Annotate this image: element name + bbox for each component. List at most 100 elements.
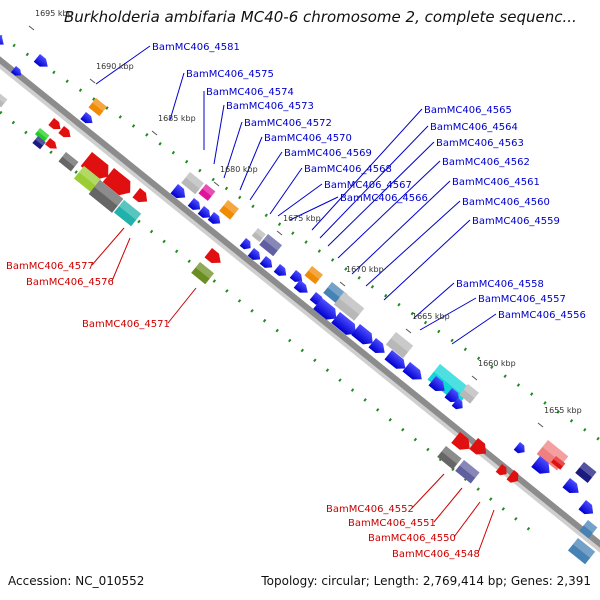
accession-label: Accession: NC_010552 [8, 574, 145, 588]
gene-feature [304, 266, 323, 285]
gene-label-forward: BamMC406_4570 [264, 133, 352, 144]
gene-label-forward-leader [383, 219, 471, 301]
ruler-label: 1675 kbp [283, 214, 321, 223]
ruler-tick [339, 281, 346, 287]
ruler-tick [405, 328, 412, 334]
gene-feature [459, 384, 479, 404]
gene-label-reverse-leader [411, 473, 445, 509]
gene-feature [44, 138, 57, 149]
gene-feature [437, 446, 462, 470]
gene-label-forward-leader [223, 121, 243, 179]
gene-feature [204, 248, 221, 263]
ruler-tick [471, 375, 478, 381]
gene-label-forward-leader [327, 141, 435, 247]
labels-layer: 1695 kbp 1690 kbp 1685 kbp 1680 kbp 1675 kbp… [6, 9, 586, 560]
gene-feature [102, 168, 131, 196]
gene-feature [48, 118, 61, 130]
gene-label-forward: BamMC406_4560 [462, 197, 550, 208]
gene-label-forward: BamMC406_4569 [284, 148, 372, 159]
ruler-tick [276, 230, 283, 236]
gene-label-forward: BamMC406_4562 [442, 157, 530, 168]
gene-feature [273, 264, 287, 276]
gene-feature [402, 362, 422, 380]
gene-feature [10, 66, 22, 76]
gc-track-outer [0, 34, 600, 442]
gene-feature [578, 500, 594, 515]
gene-label-reverse-leader [433, 487, 463, 523]
gene-label-forward-leader [337, 160, 441, 259]
gene-label-forward: BamMC406_4566 [340, 193, 428, 204]
ruler-label: 1680 kbp [220, 165, 258, 174]
gene-label-forward-leader [249, 151, 283, 201]
gene-label-reverse-leader [111, 237, 131, 282]
gene-feature [567, 538, 596, 565]
gene-feature [575, 462, 597, 483]
gene-feature [259, 256, 273, 268]
gene-feature [113, 200, 142, 227]
gene-feature [207, 212, 221, 224]
gene-feature [247, 248, 261, 260]
gene-feature [455, 460, 480, 484]
ruler-tick [537, 422, 544, 428]
gene-label-reverse: BamMC406_4551 [348, 518, 436, 529]
gene-feature [58, 152, 79, 172]
gene-label-forward: BamMC406_4572 [244, 118, 332, 129]
gene-feature [239, 238, 251, 250]
gene-label-forward-leader [289, 196, 339, 221]
gene-label-forward-leader [169, 72, 185, 121]
label-leaders [91, 45, 497, 554]
gene-feature [259, 234, 283, 257]
gene-label-forward-leader [413, 282, 455, 319]
gene-label-reverse: BamMC406_4576 [26, 277, 114, 288]
gene-feature [187, 198, 201, 210]
gene-feature [219, 200, 239, 220]
gene-feature [331, 312, 356, 335]
gene-label-forward-leader [319, 125, 429, 239]
gene-feature [384, 350, 406, 369]
gene-label-forward: BamMC406_4567 [324, 180, 412, 191]
gene-feature [531, 456, 550, 474]
gene-label-forward: BamMC406_4557 [478, 294, 566, 305]
ruler-ticks [28, 25, 544, 428]
gene-feature [88, 180, 124, 213]
ruler-label: 1685 kbp [158, 114, 196, 123]
gene-label-forward-leader [213, 104, 225, 165]
gene-feature [513, 442, 525, 454]
gene-label-reverse-leader [453, 501, 481, 538]
gene-label-forward: BamMC406_4565 [424, 105, 512, 116]
gene-feature [34, 128, 50, 142]
gene-feature [58, 126, 71, 138]
gene-label-reverse: BamMC406_4552 [326, 504, 414, 515]
ruler-tick [28, 25, 35, 31]
gene-label-forward-leader [351, 180, 451, 275]
gene-label-forward-leader [311, 108, 423, 231]
ruler-label: 1695 kbp [35, 9, 73, 18]
gene-label-reverse-leader [91, 227, 125, 266]
gene-label-forward: BamMC406_4581 [152, 42, 240, 53]
gene-label-forward: BamMC406_4574 [206, 87, 294, 98]
gene-feature [351, 324, 373, 345]
gene-label-forward-leader [365, 200, 461, 287]
gene-feature [550, 456, 566, 470]
ruler-label: 1665 kbp [412, 312, 450, 321]
gene-label-forward-leader [269, 167, 303, 215]
gene-feature [368, 338, 385, 353]
gene-feature [197, 206, 211, 218]
gene-label-forward: BamMC406_4559 [472, 216, 560, 227]
gene-label-forward-leader [95, 45, 151, 85]
gene-label-forward: BamMC406_4573 [226, 101, 314, 112]
ruler-label: 1655 kbp [544, 406, 582, 415]
gene-feature [579, 520, 598, 539]
gene-label-forward: BamMC406_4575 [186, 69, 274, 80]
ruler-label: 1690 kbp [96, 62, 134, 71]
ruler-tick [151, 130, 158, 136]
gene-label-forward-leader [419, 297, 477, 331]
gene-feature [0, 92, 8, 108]
gene-feature [73, 166, 102, 193]
gene-label-reverse-leader [167, 287, 197, 324]
gene-feature [198, 184, 216, 201]
gene-label-forward: BamMC406_4561 [452, 177, 540, 188]
gene-feature [80, 152, 109, 180]
gene-feature [80, 112, 93, 124]
gene-label-forward-leader [239, 136, 263, 191]
